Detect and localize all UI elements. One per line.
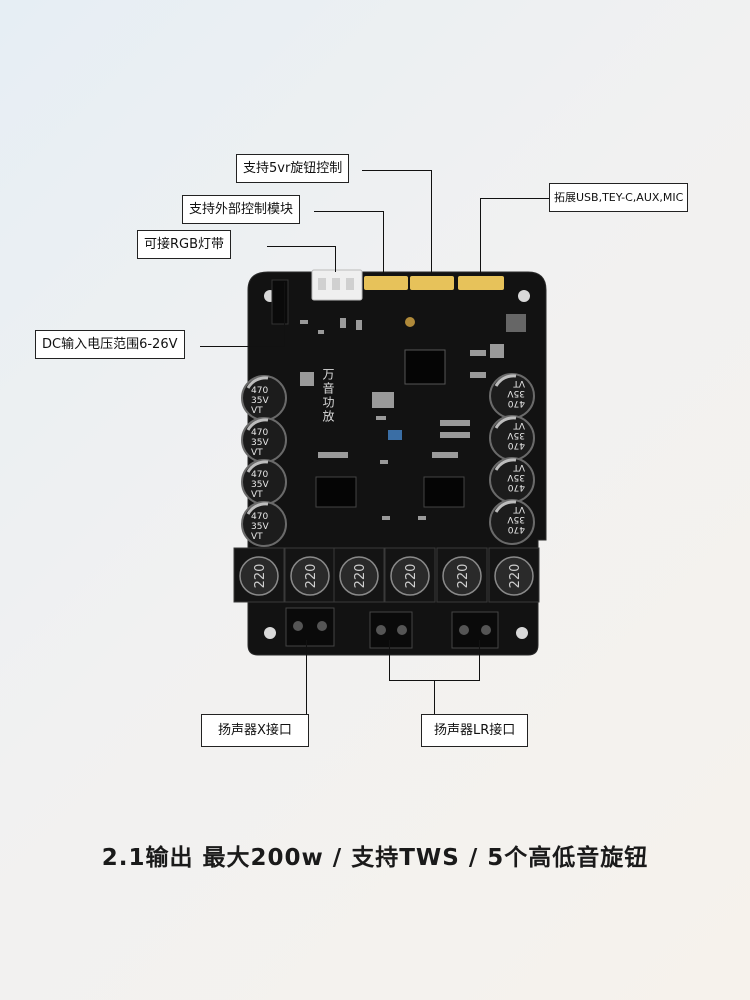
capacitor-label: 35V xyxy=(507,472,525,482)
capacitor-label: 35V xyxy=(251,522,269,532)
callout-dc-input: DC输入电压范围6-26V xyxy=(35,330,185,359)
capacitor-label: VT xyxy=(251,532,263,542)
inductor: 220 xyxy=(333,547,385,603)
capacitor-label: 470 xyxy=(508,524,525,534)
inductor: 220 xyxy=(233,547,285,603)
inductor-label: 220 xyxy=(304,564,319,589)
leader-expand-h xyxy=(480,198,550,199)
capacitor-label: 35V xyxy=(507,430,525,440)
control-panel-connector xyxy=(364,276,408,290)
smd-components xyxy=(300,314,526,520)
capacitor-label: 35V xyxy=(251,438,269,448)
callout-speaker-x: 扬声器X接口 xyxy=(201,714,309,747)
leader-knob-v xyxy=(431,170,432,276)
capacitor-label: 35V xyxy=(251,480,269,490)
capacitor-label: VT xyxy=(513,378,525,388)
leader-rgb-h xyxy=(267,246,336,247)
capacitor-label: 470 xyxy=(508,482,525,492)
capacitor-label: VT xyxy=(251,490,263,500)
inductor: 220 xyxy=(436,547,488,603)
capacitor-label: 470 xyxy=(508,398,525,408)
inductor: 220 xyxy=(384,547,436,603)
capacitor-label: 35V xyxy=(251,396,269,406)
leader-dc-v xyxy=(284,282,285,347)
callout-rgb-strip: 可接RGB灯带 xyxy=(137,230,232,259)
amp-chip-left xyxy=(315,476,357,508)
inductor-label: 220 xyxy=(508,564,523,589)
leader-dc-h xyxy=(200,346,284,347)
callout-knob-control: 支持5vr旋钮控制 xyxy=(236,154,350,183)
capacitor-label: 470 xyxy=(251,470,268,480)
leader-rgb-v xyxy=(335,246,336,272)
leader-knob-h xyxy=(362,170,432,171)
callout-expansion: 拓展USB,TEY-C,AUX,MIC xyxy=(549,183,689,212)
inductor-label: 220 xyxy=(253,564,268,589)
leader-lr-right-v xyxy=(479,640,480,680)
leader-lr-center-v xyxy=(434,680,435,714)
leader-x-v xyxy=(306,640,307,714)
capacitor-label: VT xyxy=(513,420,525,430)
knob-connector xyxy=(410,276,454,290)
mount-hole xyxy=(518,290,530,302)
capacitor-label: VT xyxy=(513,504,525,514)
mount-hole xyxy=(264,627,276,639)
capacitor-label: 35V xyxy=(507,388,525,398)
capacitor-label: 470 xyxy=(508,440,525,450)
speaker-terminal-l xyxy=(369,611,413,649)
capacitor-group: 47035VVT47035VVT47035VVT47035VVT47035VVT… xyxy=(241,373,535,547)
callout-speaker-lr: 扬声器LR接口 xyxy=(421,714,529,747)
capacitor-label: 35V xyxy=(507,514,525,524)
expand-connector xyxy=(458,276,504,290)
capacitor-label: 470 xyxy=(251,428,268,438)
leader-external-h xyxy=(314,211,384,212)
callout-external-control: 支持外部控制模块 xyxy=(182,195,301,224)
capacitor-label: VT xyxy=(513,462,525,472)
leader-lr-left-v xyxy=(389,640,390,680)
capacitor-label: VT xyxy=(251,406,263,416)
speaker-terminal-r xyxy=(451,611,499,649)
inductor: 220 xyxy=(284,547,336,603)
amp-chip-right xyxy=(423,476,465,508)
inductor-group: 220 220 220 220 220 220 xyxy=(233,547,540,603)
inductor-label: 220 xyxy=(456,564,471,589)
main-chip xyxy=(404,349,446,385)
dc-input-jack xyxy=(271,279,289,325)
inductor-label: 220 xyxy=(353,564,368,589)
capacitor-label: 470 xyxy=(251,386,268,396)
leader-expand-v xyxy=(480,198,481,276)
capacitor-label: VT xyxy=(251,448,263,458)
leader-external-v xyxy=(383,211,384,276)
feature-caption: 2.1输出 最大200w / 支持TWS / 5个高低音旋钮 xyxy=(101,845,649,871)
mount-hole xyxy=(516,627,528,639)
speaker-terminal-x xyxy=(285,607,335,647)
capacitor-label: 470 xyxy=(251,512,268,522)
inductor: 220 xyxy=(488,547,540,603)
inductor-label: 220 xyxy=(404,564,419,589)
brand-mark: 万音功放 xyxy=(321,368,335,424)
